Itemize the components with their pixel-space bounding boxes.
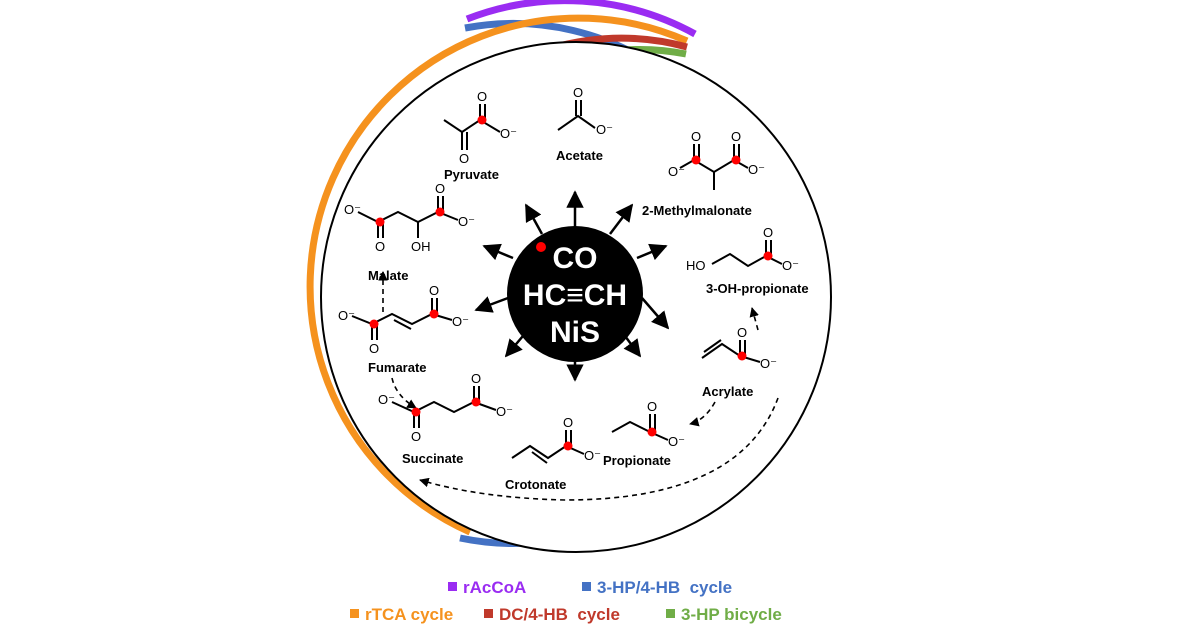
svg-text:O: O — [691, 129, 701, 144]
hub-co: CO — [553, 242, 598, 275]
svg-text:O⁻: O⁻ — [760, 356, 777, 371]
svg-text:O: O — [435, 181, 445, 196]
label-malate: Malate — [368, 268, 408, 283]
svg-text:O⁻: O⁻ — [496, 404, 513, 419]
label-fumarate: Fumarate — [368, 360, 427, 375]
svg-text:O: O — [477, 89, 487, 104]
svg-text:O: O — [375, 239, 385, 254]
svg-text:O⁻: O⁻ — [458, 214, 475, 229]
svg-text:O⁻: O⁻ — [584, 448, 601, 463]
label-pyruvate: Pyruvate — [444, 167, 499, 182]
svg-text:O⁻: O⁻ — [344, 202, 361, 217]
legend-swatch — [666, 609, 675, 619]
label-acetate: Acetate — [556, 148, 603, 163]
svg-text:O: O — [429, 283, 439, 298]
svg-text:O⁻: O⁻ — [338, 308, 355, 323]
svg-text:O: O — [647, 399, 657, 414]
hub-nis: NiS — [550, 316, 600, 349]
conversion-arrows — [378, 271, 779, 501]
atom-labels: O O O⁻ O O⁻ O O O⁻ O⁻ HO O O⁻ O O⁻ O O⁻ … — [338, 85, 799, 463]
arc-rAcCoA — [465, 0, 697, 38]
svg-text:O: O — [471, 371, 481, 386]
svg-text:OH: OH — [411, 239, 431, 254]
svg-text:O: O — [411, 429, 421, 444]
legend-item-rtca: rTCA cycle — [350, 605, 453, 625]
svg-text:O⁻: O⁻ — [500, 126, 517, 141]
svg-text:O: O — [573, 85, 583, 100]
acrylate-to-hydroxypropionate-arrow — [749, 307, 759, 331]
svg-text:O: O — [459, 151, 469, 166]
svg-text:O⁻: O⁻ — [748, 162, 765, 177]
svg-text:O: O — [737, 325, 747, 340]
svg-text:O⁻: O⁻ — [782, 258, 799, 273]
svg-text:O: O — [731, 129, 741, 144]
hub-arrows — [474, 190, 670, 382]
legend-item-3hp-bicycle: 3-HP bicycle — [666, 605, 782, 625]
svg-text:O⁻: O⁻ — [378, 392, 395, 407]
svg-text:O⁻: O⁻ — [668, 434, 685, 449]
acrylate-to-propionate-arrow — [689, 401, 716, 427]
svg-text:O⁻: O⁻ — [668, 164, 685, 179]
hub-disc — [507, 226, 643, 362]
arc-rtca-cycle — [306, 14, 689, 536]
acetate-structure — [557, 100, 596, 131]
legend-swatch — [484, 609, 493, 619]
compound-labels: Pyruvate Acetate 2-Methylmalonate 3-OH-p… — [368, 148, 809, 492]
legend-item-3hp-4hb: 3-HP/4-HB cycle — [582, 578, 732, 598]
acrylate-to-succinate-arrow — [419, 397, 779, 501]
legend-swatch — [350, 609, 359, 619]
svg-text:HO: HO — [686, 258, 706, 273]
svg-text:O⁻: O⁻ — [452, 314, 469, 329]
svg-text:O: O — [763, 225, 773, 240]
label-acrylate: Acrylate — [702, 384, 753, 399]
label-hydroxypropionate: 3-OH-propionate — [706, 281, 809, 296]
label-succinate: Succinate — [402, 451, 463, 466]
svg-text:O: O — [369, 341, 379, 356]
fumarate-to-succinate-arrow — [391, 377, 417, 409]
legend-item-dc-4hb: DC/4-HB cycle — [484, 605, 620, 625]
label-methylmalonate: 2-Methylmalonate — [642, 203, 752, 218]
labeled-carbons — [369, 115, 773, 451]
labeled-carbon-dot — [536, 242, 546, 252]
label-propionate: Propionate — [603, 453, 671, 468]
reactant-hub: CO HC≡CH NiS — [507, 226, 643, 362]
legend-swatch — [448, 582, 457, 592]
legend-item-racoa: rAcCoA — [448, 578, 526, 598]
svg-text:O⁻: O⁻ — [596, 122, 613, 137]
hub-acetylene: HC≡CH — [523, 279, 627, 312]
label-crotonate: Crotonate — [505, 477, 566, 492]
svg-text:O: O — [563, 415, 573, 430]
legend-swatch — [582, 582, 591, 592]
